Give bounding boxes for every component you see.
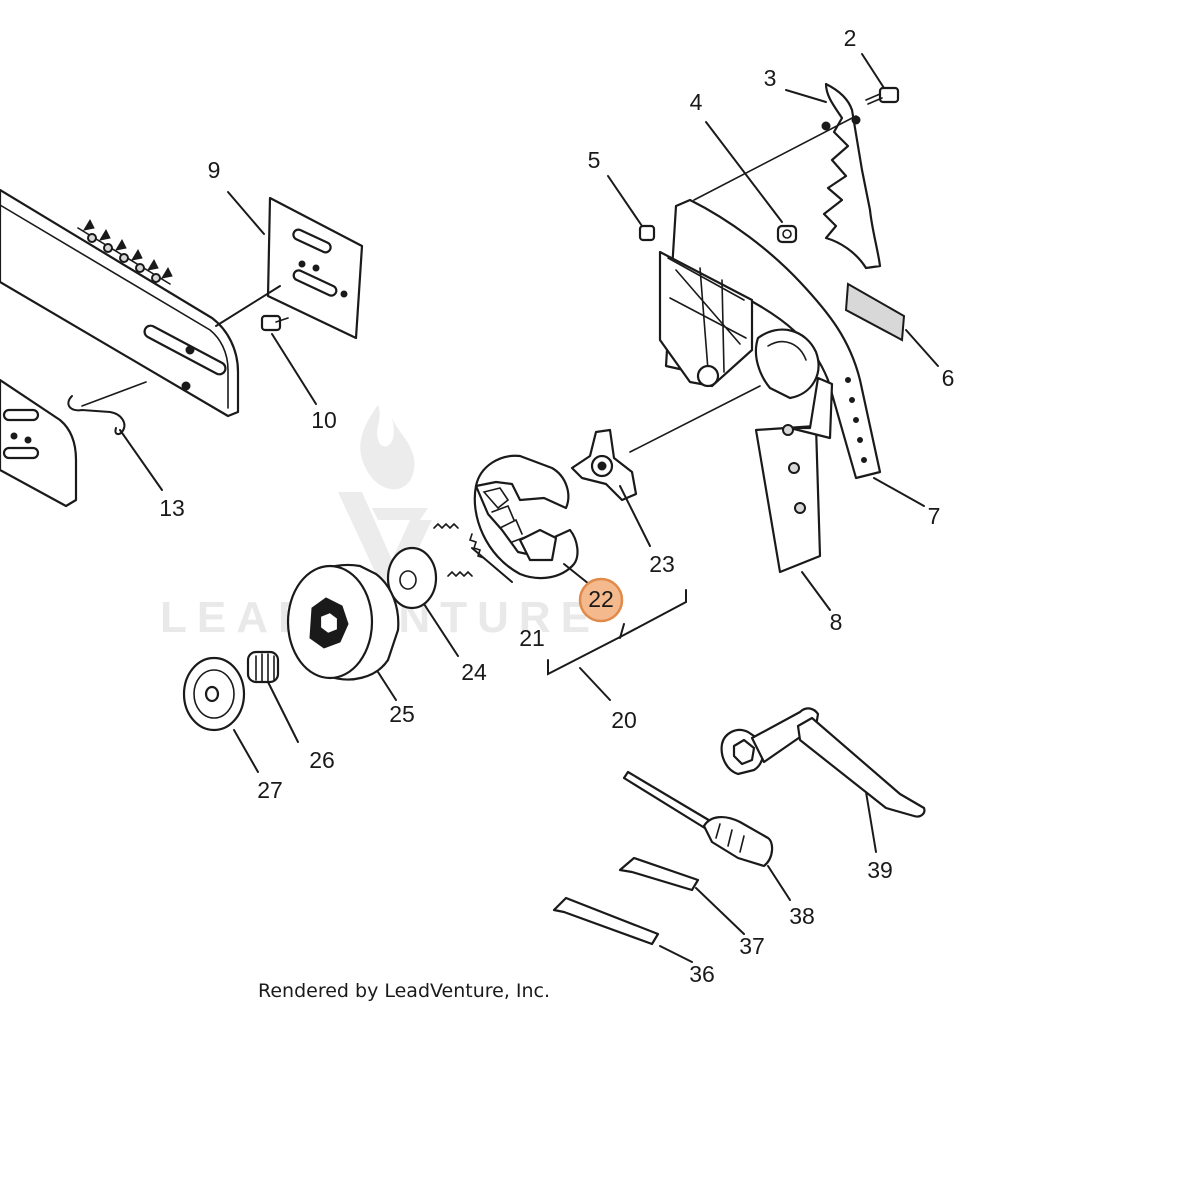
callout-27[interactable]: 27 bbox=[257, 777, 283, 803]
callout-5[interactable]: 5 bbox=[588, 147, 601, 173]
render-credit: Rendered by LeadVenture, Inc. bbox=[258, 980, 551, 1002]
callout-37[interactable]: 37 bbox=[739, 933, 765, 959]
callout-36[interactable]: 36 bbox=[689, 961, 715, 987]
callout-10[interactable]: 10 bbox=[311, 407, 337, 433]
part-22-clutch-assembly bbox=[473, 454, 579, 580]
saw-chain bbox=[77, 218, 173, 285]
guide-bar bbox=[0, 188, 240, 418]
callout-6[interactable]: 6 bbox=[942, 365, 955, 391]
part-26-needle-bearing bbox=[246, 650, 280, 684]
leader-lines bbox=[119, 53, 939, 963]
part-5-nut bbox=[638, 224, 656, 242]
assembly-lines bbox=[81, 115, 857, 453]
callouts: 2 3 4 5 6 7 8 9 10 13 20 21 22 23 24 25 … bbox=[159, 25, 954, 987]
part-13-clip bbox=[67, 395, 126, 436]
callout-25[interactable]: 25 bbox=[389, 701, 415, 727]
guide-bar-plate bbox=[0, 378, 78, 508]
callout-21[interactable]: 21 bbox=[519, 625, 545, 651]
callout-38[interactable]: 38 bbox=[789, 903, 815, 929]
callout-22[interactable]: 22 bbox=[588, 586, 614, 612]
part-23-clutch-hub bbox=[570, 428, 638, 502]
part-25-clutch-drum bbox=[286, 564, 400, 681]
part-3-bumper-spike bbox=[821, 82, 882, 270]
callout-7[interactable]: 7 bbox=[928, 503, 941, 529]
callout-9[interactable]: 9 bbox=[208, 157, 221, 183]
callout-39[interactable]: 39 bbox=[867, 857, 893, 883]
part-38-screwdriver bbox=[622, 770, 774, 868]
callout-20[interactable]: 20 bbox=[611, 707, 637, 733]
callout-23[interactable]: 23 bbox=[649, 551, 675, 577]
callout-22-highlighted[interactable]: 22 bbox=[578, 577, 624, 623]
part-27-washer bbox=[182, 656, 246, 732]
part-6-label bbox=[844, 282, 906, 342]
callout-8[interactable]: 8 bbox=[830, 609, 843, 635]
part-24-washer bbox=[386, 546, 438, 610]
callout-4[interactable]: 4 bbox=[690, 89, 703, 115]
callout-24[interactable]: 24 bbox=[461, 659, 487, 685]
clutch-cover bbox=[658, 198, 882, 480]
part-8-plate bbox=[754, 376, 834, 574]
callout-3[interactable]: 3 bbox=[764, 65, 777, 91]
part-2-screw bbox=[865, 86, 900, 105]
callout-26[interactable]: 26 bbox=[309, 747, 335, 773]
callout-2[interactable]: 2 bbox=[844, 25, 857, 51]
part-10-bolt bbox=[215, 285, 289, 332]
part-21-springs bbox=[433, 522, 485, 578]
part-39-combination-wrench bbox=[720, 707, 926, 818]
part-9-guide-plate bbox=[266, 196, 364, 340]
callout-13[interactable]: 13 bbox=[159, 495, 185, 521]
part-36-hex-key bbox=[552, 896, 660, 946]
part-37-hex-key bbox=[618, 856, 700, 892]
part-4-nut bbox=[776, 224, 798, 244]
